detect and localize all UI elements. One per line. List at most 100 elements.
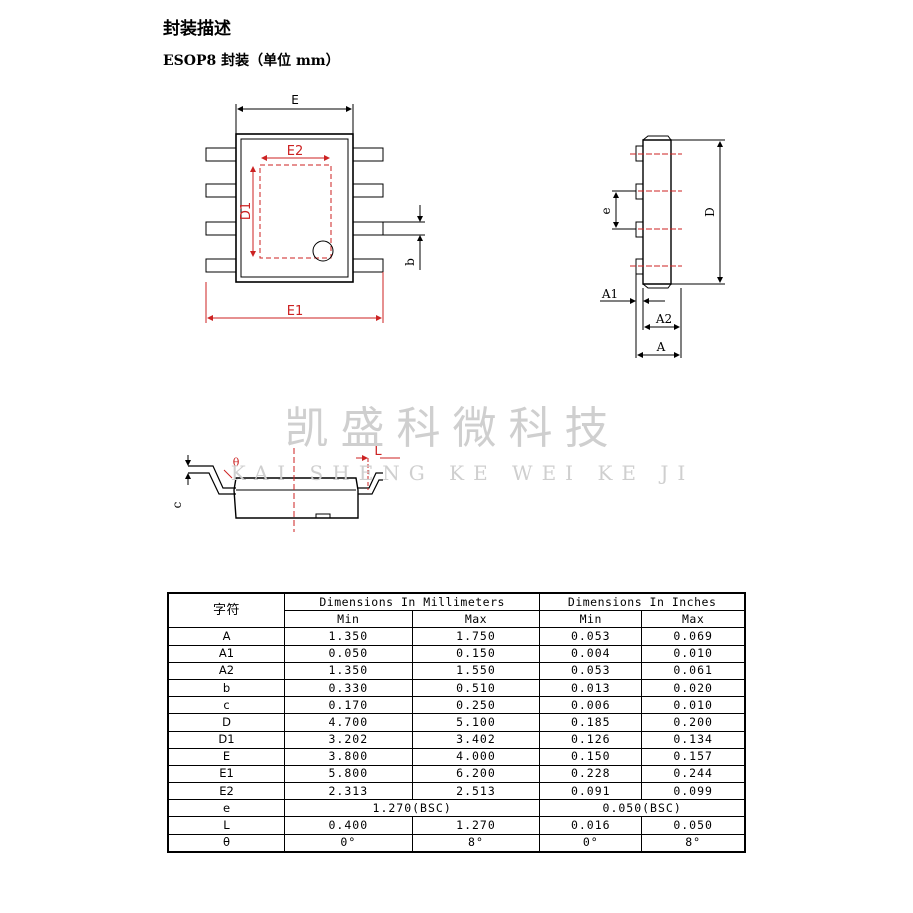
cell-symbol: D1	[167, 730, 285, 749]
page-heading: 封装描述	[163, 19, 231, 39]
cell-mm-max: 3.402	[411, 730, 541, 749]
cell-symbol: A	[167, 627, 285, 646]
cell-symbol: b	[167, 678, 285, 698]
cell-mm-max: 5.100	[411, 713, 541, 732]
cell-symbol: D	[167, 713, 285, 732]
mm-min-header: Min	[284, 610, 413, 629]
front-body	[233, 477, 359, 519]
cell-mm-min: 2.313	[284, 782, 413, 801]
cell-symbol: θ	[167, 833, 285, 853]
cell-symbol: E2	[167, 782, 285, 801]
package-body-outline	[235, 133, 354, 283]
label-b: b	[403, 258, 417, 266]
cell-in-max: 0.244	[641, 764, 746, 784]
lead-left-3	[205, 221, 237, 236]
cell-in-min: 0.013	[539, 678, 643, 698]
side-body	[642, 139, 672, 285]
lead-right-2	[352, 183, 384, 198]
table-subheader-row: Min Max Min Max	[168, 610, 746, 629]
cell-in-max: 0.069	[641, 627, 746, 646]
cell-mm-min: 0.400	[284, 816, 413, 835]
cell-mm-max: 0.510	[411, 678, 541, 698]
lead-right-1	[352, 147, 384, 162]
cell-mm-max: 8°	[411, 833, 541, 853]
cell-mm-max: 0.150	[411, 644, 541, 663]
label-A2: A2	[655, 312, 672, 326]
cell-mm-min: 5.800	[284, 764, 413, 784]
cell-in-bsc: 0.050(BSC)	[539, 799, 746, 818]
cell-in-max: 0.020	[641, 678, 746, 698]
package-subheading: ESOP8 封装（单位 mm）	[163, 53, 340, 69]
cell-symbol: L	[167, 816, 285, 835]
cell-mm-min: 0.170	[284, 696, 413, 715]
in-min-header: Min	[539, 610, 643, 629]
cell-in-min: 0°	[539, 833, 643, 853]
cell-mm-max: 6.200	[411, 764, 541, 784]
cell-mm-min: 1.350	[284, 627, 413, 646]
cell-in-min: 0.016	[539, 816, 643, 835]
cell-in-min: 0.091	[539, 782, 643, 801]
in-max-header: Max	[641, 610, 746, 629]
cell-in-min: 0.185	[539, 713, 643, 732]
cell-in-min: 0.004	[539, 644, 643, 663]
cell-in-max: 0.099	[641, 782, 746, 801]
exposed-pad	[259, 164, 332, 259]
cell-in-max: 0.050	[641, 816, 746, 835]
side-view	[600, 135, 725, 358]
label-A: A	[656, 340, 666, 354]
cell-in-max: 0.134	[641, 730, 746, 749]
lead-left-2	[205, 183, 237, 198]
cell-mm-min: 0°	[284, 833, 413, 853]
cell-mm-min: 3.800	[284, 747, 413, 766]
cell-in-max: 0.010	[641, 696, 746, 715]
label-theta: θ	[233, 456, 240, 469]
cell-mm-max: 1.270	[411, 816, 541, 835]
package-body-inner	[240, 138, 349, 278]
cell-in-min: 0.053	[539, 627, 643, 646]
cell-mm-min: 0.330	[284, 678, 413, 698]
top-view	[205, 104, 425, 323]
cell-mm-min: 1.350	[284, 661, 413, 680]
front-view	[185, 448, 400, 532]
label-E2: E2	[287, 144, 304, 159]
lead-right-4	[352, 258, 384, 273]
cell-symbol: E	[167, 747, 285, 766]
cell-in-max: 0.157	[641, 747, 746, 766]
symbol-header: 字符	[167, 592, 285, 629]
cell-mm-max: 0.250	[411, 696, 541, 715]
mm-header: Dimensions In Millimeters	[283, 592, 541, 612]
lead-right-3	[352, 221, 384, 236]
dimension-table: 字符 Dimensions In Millimeters Dimensions …	[167, 592, 746, 853]
cell-symbol: E1	[167, 764, 285, 784]
label-E: E	[291, 93, 299, 107]
cell-mm-max: 1.750	[411, 627, 541, 646]
mm-max-header: Max	[411, 610, 541, 629]
cell-symbol: c	[167, 696, 285, 715]
cell-in-max: 0.010	[641, 644, 746, 663]
label-A1: A1	[601, 287, 618, 301]
cell-in-max: 0.061	[641, 661, 746, 680]
label-c: c	[170, 501, 184, 508]
cell-in-min: 0.006	[539, 696, 643, 715]
cell-mm-min: 3.202	[284, 730, 413, 749]
label-e: e	[599, 207, 613, 214]
label-D1: D1	[239, 202, 254, 220]
cell-symbol: e	[167, 799, 285, 818]
cell-symbol: A2	[167, 661, 285, 680]
cell-in-min: 0.126	[539, 730, 643, 749]
table-header-row: 字符 Dimensions In Millimeters Dimensions …	[167, 592, 746, 629]
inch-header: Dimensions In Inches	[539, 592, 746, 612]
lead-left-4	[205, 258, 237, 273]
